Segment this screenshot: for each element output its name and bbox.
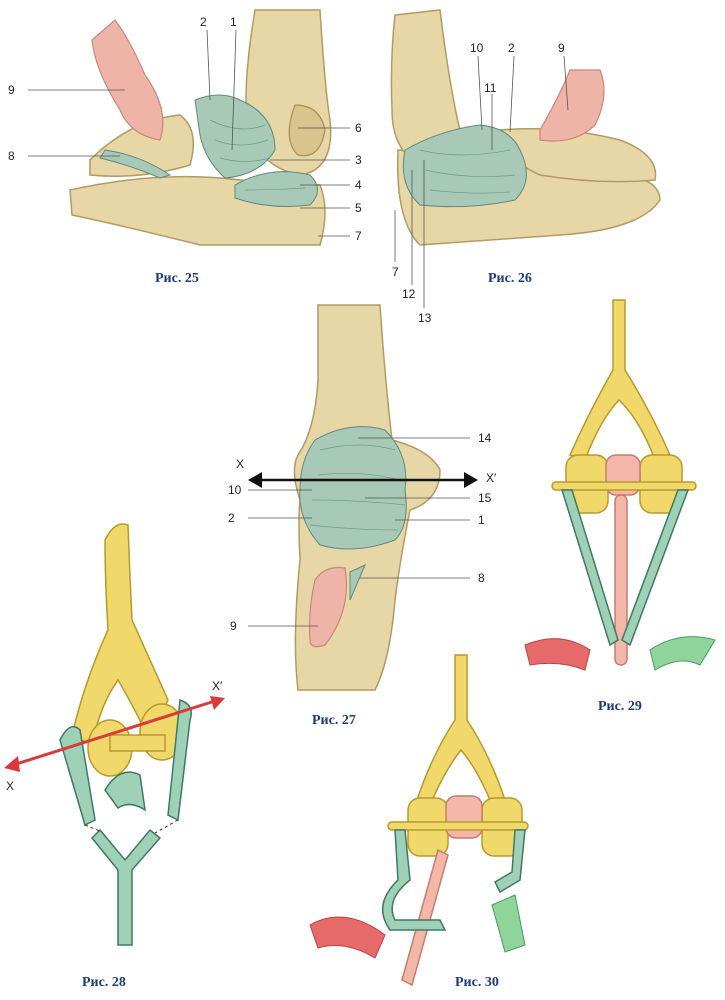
arrow-supination-29 — [649, 636, 716, 671]
ligament-oblique — [99, 149, 172, 179]
figure-26: 10 2 9 11 7 12 13 Рис. 26 — [390, 9, 661, 325]
model-axle-30 — [387, 821, 529, 831]
label-7-26: 7 — [392, 265, 399, 279]
ligament-collateral — [234, 171, 318, 207]
label-1-27: 1 — [478, 513, 485, 527]
model-fork-28 — [90, 828, 162, 946]
biceps-tendon-26 — [539, 69, 605, 142]
label-2-27: 2 — [228, 511, 235, 525]
label-9-27: 9 — [230, 619, 237, 633]
label-9: 9 — [8, 83, 15, 97]
arrow-pronation-29 — [524, 638, 591, 671]
label-8: 8 — [8, 149, 15, 163]
label-3: 3 — [355, 153, 362, 167]
label-6: 6 — [355, 121, 362, 135]
ligament-medial — [402, 124, 527, 208]
model-radius-rod-29 — [614, 494, 628, 666]
model-humerus-29 — [568, 299, 672, 461]
biceps-insertion — [308, 566, 348, 648]
figure-25: 9 8 2 1 6 3 4 5 7 Рис. 25 — [8, 9, 362, 286]
figure-27: X X′ 14 10 15 2 1 8 9 Рис. 27 — [228, 304, 497, 728]
arrow-pronation-30 — [309, 916, 386, 959]
label-5: 5 — [355, 201, 362, 215]
model-humerus-28 — [71, 523, 169, 747]
axis-xprime-27: X′ — [486, 471, 497, 485]
model-cord-left — [59, 725, 96, 827]
label-10-26: 10 — [470, 41, 484, 55]
ligament-oblique-27 — [349, 563, 366, 601]
label-7: 7 — [355, 229, 362, 243]
axis-xprime-28: X′ — [212, 679, 223, 693]
label-12-26: 12 — [402, 287, 416, 301]
label-11-26: 11 — [484, 81, 497, 95]
label-10-27: 10 — [228, 483, 242, 497]
model-cord-right — [167, 698, 192, 822]
axis-x-28: X — [6, 779, 14, 793]
model-cord-left-30 — [381, 829, 447, 931]
figure-30: Рис. 30 — [309, 654, 529, 990]
biceps-tendon — [91, 19, 164, 141]
model-hook-28 — [104, 771, 146, 812]
model-cord-right-29 — [621, 489, 690, 647]
caption-fig28: Рис. 28 — [82, 975, 126, 990]
model-radius-rod-30 — [401, 848, 449, 987]
model-humerus-30 — [416, 654, 506, 806]
arrow-supination-30 — [491, 894, 526, 953]
caption-fig29: Рис. 29 — [598, 699, 642, 714]
caption-fig30: Рис. 30 — [455, 975, 499, 990]
model-radius-head-30 — [445, 795, 483, 839]
label-1: 1 — [230, 15, 237, 29]
figure-28: X X′ Рис. 28 — [4, 523, 225, 990]
label-14-27: 14 — [478, 431, 492, 445]
model-cord-right-30 — [494, 829, 526, 894]
ligament-capsule — [194, 94, 276, 179]
label-15-27: 15 — [478, 491, 492, 505]
caption-fig26: Рис. 26 — [488, 271, 532, 286]
axis-x-27: X — [236, 457, 244, 471]
humerus-epicondyle — [288, 104, 326, 157]
label-4: 4 — [355, 178, 362, 192]
label-9-26: 9 — [558, 41, 565, 55]
label-13-26: 13 — [418, 311, 432, 325]
model-axle-28 — [109, 734, 166, 752]
model-axle-29 — [551, 481, 697, 491]
label-8-27: 8 — [478, 571, 485, 585]
caption-fig25: Рис. 25 — [155, 271, 199, 286]
model-cord-left-29 — [560, 489, 619, 647]
figure-29: Рис. 29 — [524, 299, 716, 714]
label-2-26: 2 — [508, 41, 515, 55]
caption-fig27: Рис. 27 — [312, 713, 356, 728]
label-2: 2 — [200, 15, 207, 29]
